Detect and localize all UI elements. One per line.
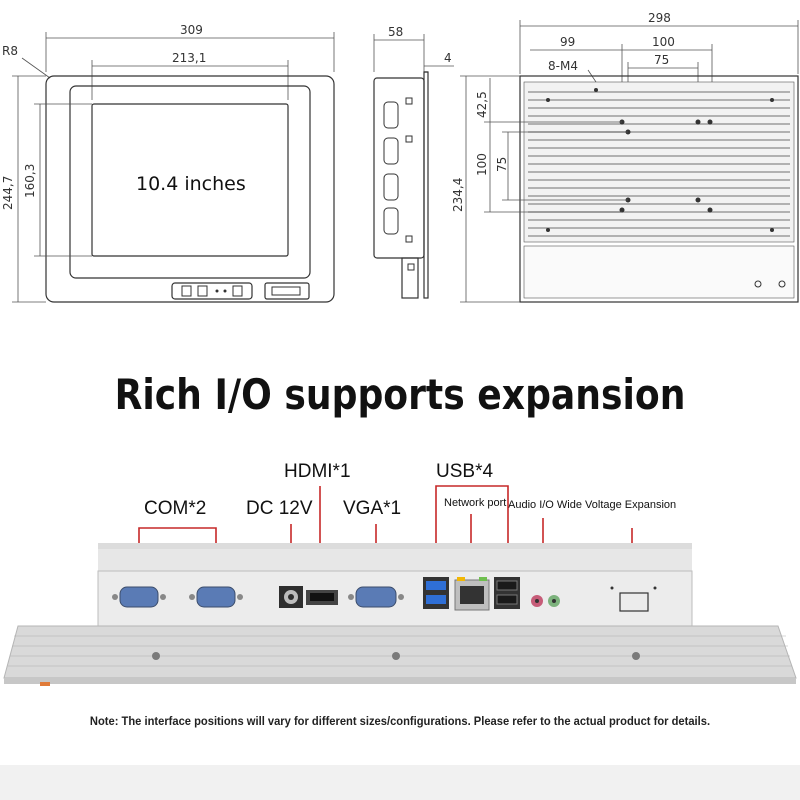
- vga-port: [348, 586, 404, 608]
- technical-drawing: 309 213,1 R8 10.4 inches 244,7 160,3: [1, 11, 799, 303]
- network-port: [454, 577, 490, 611]
- dim-back-v-inner: 75: [495, 157, 509, 172]
- front-view: 309 213,1 R8 10.4 inches 244,7 160,3: [1, 23, 335, 303]
- hdmi-port: [306, 590, 338, 605]
- com-ports: [112, 586, 243, 608]
- audio-ports: [531, 595, 560, 607]
- dim-screen-width: 213,1: [172, 51, 206, 65]
- dim-front-width: 309: [180, 23, 203, 37]
- footer-band: [0, 765, 800, 800]
- dim-screen-height: 160,3: [23, 164, 37, 198]
- label-com: COM*2: [144, 498, 206, 519]
- back-view: 298 99 100 75 8-M4: [451, 11, 799, 303]
- label-vga: VGA*1: [343, 498, 401, 519]
- dim-radius: R8: [2, 44, 18, 58]
- footnote: Note: The interface positions will vary …: [89, 714, 711, 728]
- label-network: Network port: [444, 497, 506, 509]
- label-usb: USB*4: [436, 461, 493, 482]
- usb-ports: [423, 577, 520, 609]
- dim-front-height: 244,7: [1, 176, 15, 210]
- dim-back-inner-span: 75: [654, 53, 669, 67]
- dim-side-bezel: 4: [444, 51, 452, 65]
- dim-back-top-offset: 42,5: [475, 91, 489, 118]
- io-panel: HDMI*1 USB*4 COM*2 DC 12V VGA*1 Network …: [3, 461, 797, 686]
- dc-port: [279, 586, 303, 608]
- dim-back-screws: 8-M4: [548, 59, 578, 73]
- headline: Rich I/O supports expansion: [114, 370, 686, 419]
- label-dc: DC 12V: [246, 498, 313, 519]
- expansion-slot: [610, 586, 657, 612]
- side-view: 58 4: [373, 25, 454, 299]
- label-audio: Audio I/O Wide Voltage Expansion: [508, 499, 676, 511]
- dim-back-hole-span: 100: [652, 35, 675, 49]
- dim-back-v-span: 100: [475, 153, 489, 176]
- screen-size-label: 10.4 inches: [136, 173, 246, 195]
- label-hdmi: HDMI*1: [284, 461, 351, 482]
- dim-back-height: 234,4: [451, 178, 465, 212]
- dim-back-left: 99: [560, 35, 575, 49]
- dim-back-width: 298: [648, 11, 671, 25]
- dim-side-depth: 58: [388, 25, 403, 39]
